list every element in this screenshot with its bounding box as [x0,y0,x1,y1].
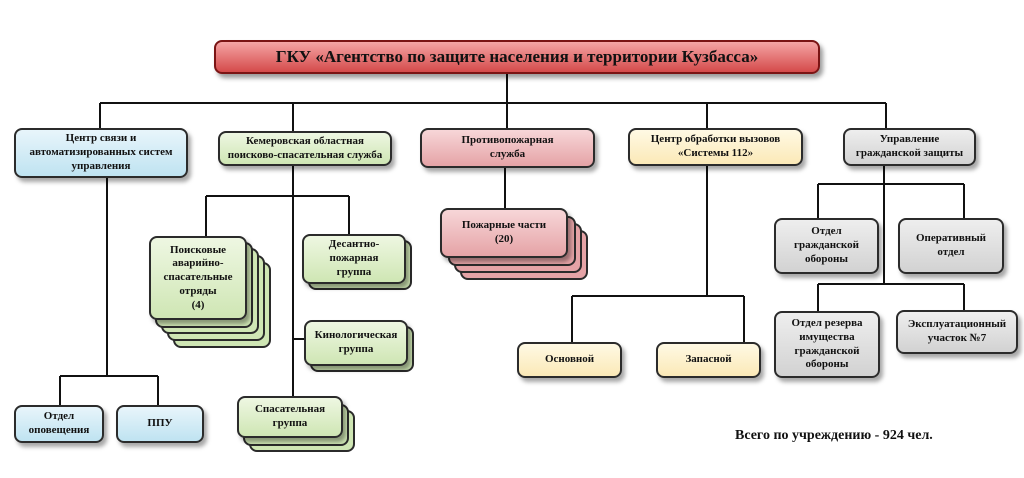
unit-maintenance-site: Эксплуатационный участок №7 [896,310,1018,354]
total-staff-note: Всего по учреждению - 924 чел. [735,428,933,443]
dept-call-center-112: Центр обработки вызовов «Системы 112» [628,128,803,166]
unit-notification-dept: Отдел оповещения [14,405,104,443]
unit-reserve-property-dept: Отдел резерва имущества гражданской обор… [774,311,880,378]
unit-canine-group: Кинологическая группа [304,320,408,366]
unit-fire-stations: Пожарные части (20) [440,208,568,258]
unit-civil-defense-dept: Отдел гражданской обороны [774,218,879,274]
unit-rescue-group: Спасательная группа [237,396,343,438]
unit-operations-dept: Оперативный отдел [898,218,1004,274]
unit-ppu: ППУ [116,405,204,443]
dept-search-rescue-service: Кемеровская областная поисково-спасатель… [218,131,392,166]
unit-airborne-fire-group: Десантно- пожарная группа [302,234,406,284]
unit-reserve-center: Запасной [656,342,761,378]
unit-main-center: Основной [517,342,622,378]
dept-comms-center: Центр связи и автоматизированных систем … [14,128,188,178]
org-title: ГКУ «Агентство по защите населения и тер… [214,40,820,74]
dept-civil-protection: Управление гражданской защиты [843,128,976,166]
unit-search-rescue-squads: Поисковые аварийно- спасательные отряды … [149,236,247,320]
dept-fire-service: Противопожарная служба [420,128,595,168]
